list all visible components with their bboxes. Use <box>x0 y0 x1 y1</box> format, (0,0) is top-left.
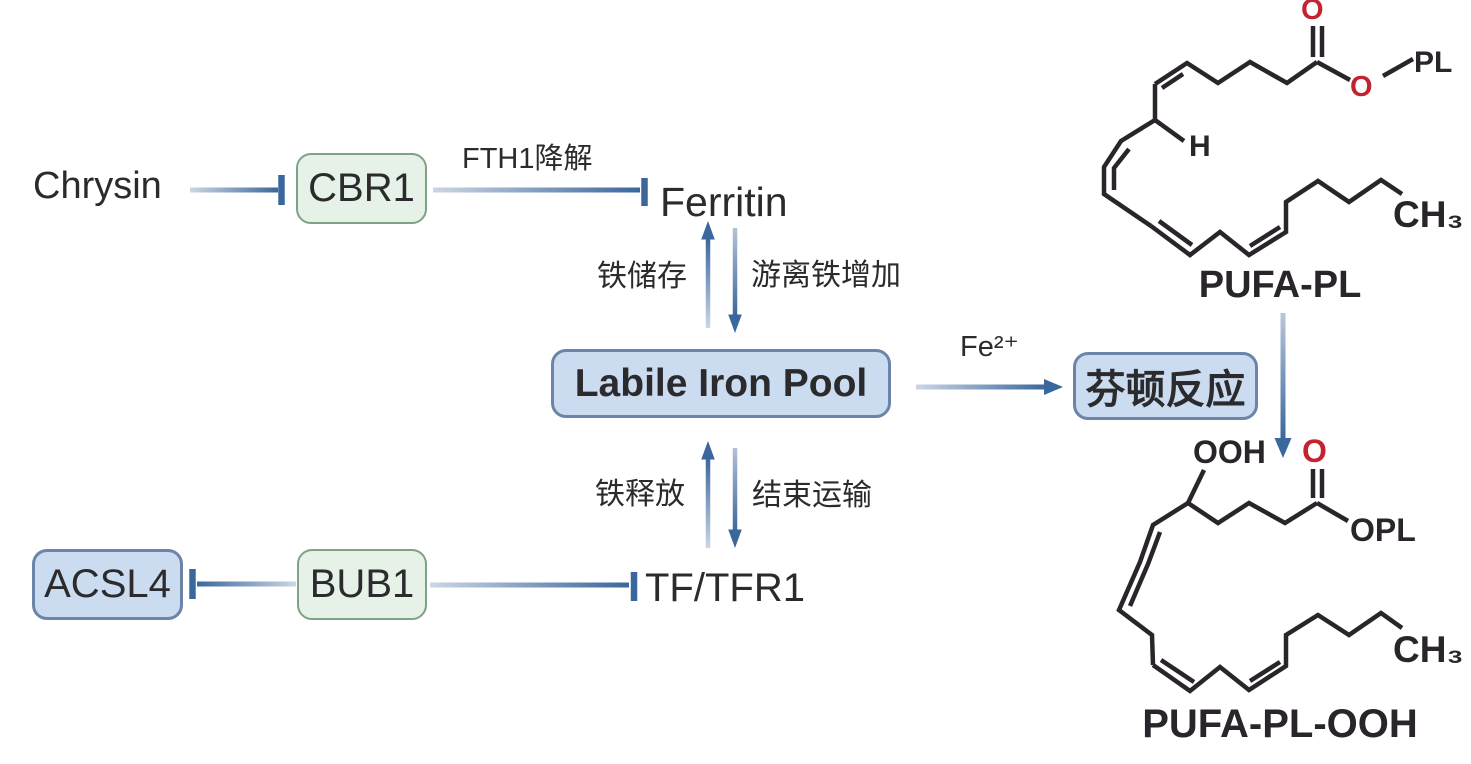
node-fenton-reaction: 芬顿反应 <box>1073 352 1258 420</box>
edge-label-iron-release: 铁释放 <box>595 478 685 511</box>
pufaplooh-ch3-label: CH₃ <box>1393 629 1464 670</box>
pufapl-ester-o-label: O <box>1350 71 1373 103</box>
arrow-ferritin-to-lip-head <box>728 314 742 333</box>
arrow-lip-to-ferritin-head <box>701 221 715 240</box>
fenton-reaction-label: 芬顿反应 <box>1085 368 1246 412</box>
arrow-tftfr1-to-lip-head <box>701 441 715 460</box>
node-acsl4: ACSL4 <box>32 549 183 620</box>
pufapl-h-label: H <box>1189 130 1211 163</box>
arrow-pufapl-to-ooh-head <box>1274 438 1292 458</box>
pufaplooh-opl-label: OPL <box>1350 512 1416 548</box>
acsl4-label: ACSL4 <box>44 562 171 606</box>
arrow-lip-to-tftfr1-head <box>728 529 742 548</box>
pufaplooh-name: PUFA-PL-OOH <box>1142 702 1418 746</box>
edge-label-free-iron-increase: 游离铁增加 <box>751 259 901 292</box>
pufapl-ch3-label: CH₃ <box>1393 194 1464 235</box>
node-bub1: BUB1 <box>297 549 427 620</box>
ferritin-label: Ferritin <box>660 179 788 225</box>
pufapl-carbonyl-o-label: O <box>1301 0 1324 26</box>
pufaplooh-carbonyl-o-label: O <box>1302 433 1327 469</box>
pufa-pl-structure <box>1101 26 1415 258</box>
pufaplooh-ooh-label: OOH <box>1193 434 1266 470</box>
edge-label-end-transport: 结束运输 <box>752 479 872 512</box>
edge-label-iron-storage: 铁储存 <box>597 260 687 293</box>
cbr1-label: CBR1 <box>308 166 415 210</box>
chrysin-label: Chrysin <box>33 165 162 207</box>
node-cbr1: CBR1 <box>296 153 427 224</box>
node-labile-iron-pool: Labile Iron Pool <box>551 349 891 418</box>
pufapl-name: PUFA-PL <box>1198 264 1362 306</box>
pufapl-pl-label: PL <box>1414 46 1453 79</box>
tf-tfr1-label: TF/TFR1 <box>645 566 805 610</box>
pufa-pl-ooh-structure <box>1116 469 1404 694</box>
edge-label-fe2plus: Fe²⁺ <box>960 331 1019 363</box>
labile-iron-pool-label: Labile Iron Pool <box>574 361 868 405</box>
arrow-lip-to-fenton-head <box>1044 379 1063 395</box>
bub1-label: BUB1 <box>309 562 415 606</box>
edge-label-fth1-degradation: FTH1降解 <box>462 143 593 175</box>
